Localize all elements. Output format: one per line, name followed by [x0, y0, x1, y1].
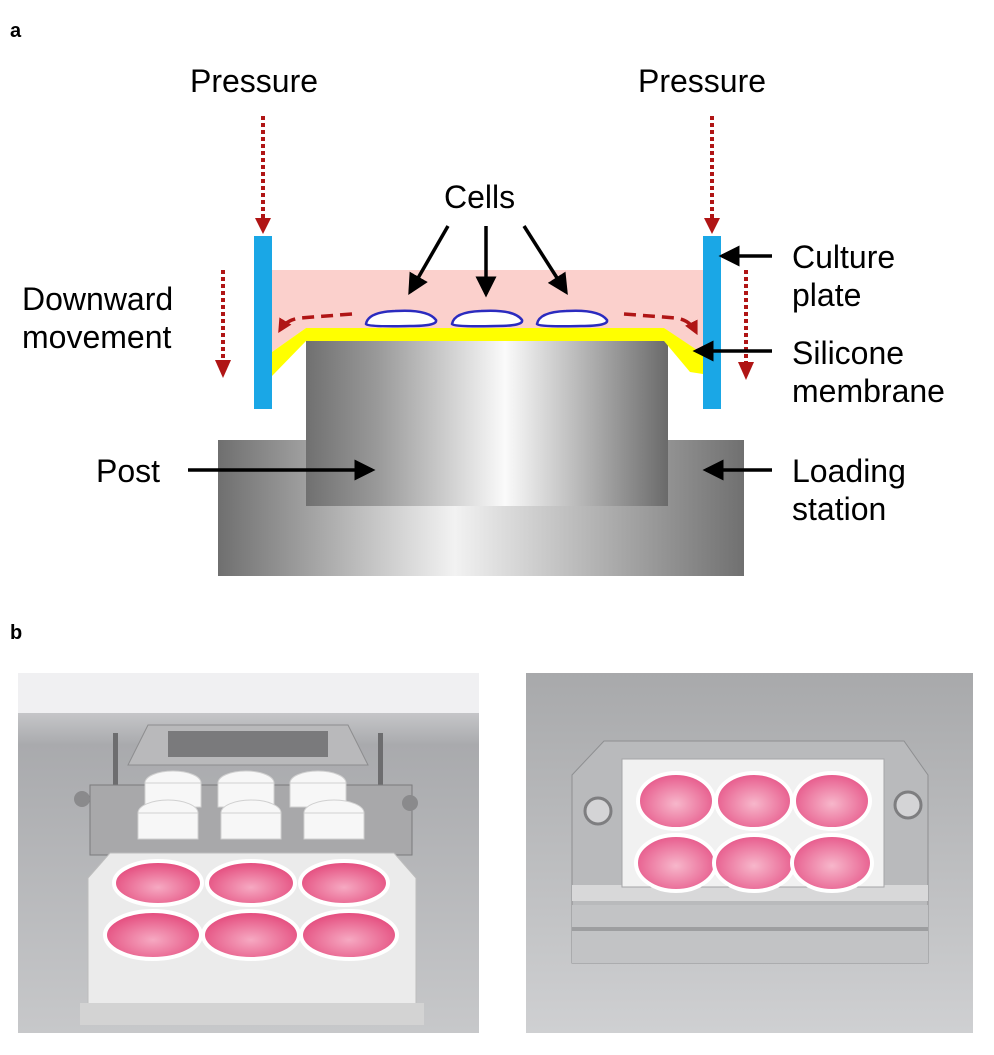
- pressure-arrowhead-right: [704, 218, 720, 234]
- culture-plate-line2: plate: [792, 277, 862, 313]
- culture-plate-line1: Culture: [792, 239, 896, 275]
- assembled-device-photo: [526, 673, 973, 1033]
- disassembled-device-photo: [18, 673, 479, 1033]
- stretch-arrow-right: [623, 312, 698, 336]
- pressure-label-right: Pressure: [638, 63, 767, 99]
- silicone-membrane-label: Silicone membrane: [792, 334, 945, 410]
- cell: [364, 309, 438, 328]
- silicone-membrane: [272, 328, 703, 376]
- culture-plate-left-wall: [254, 236, 272, 409]
- downward-movement-line2: movement: [22, 319, 172, 355]
- cell: [535, 309, 609, 328]
- cells-pointer-3: [522, 225, 568, 295]
- stretch-arrow-left: [278, 312, 353, 334]
- panel-b-letter: b: [10, 622, 23, 644]
- cells-pointer-1: [408, 225, 450, 296]
- silicone-membrane-line2: membrane: [792, 373, 945, 409]
- pressure-label-left: Pressure: [190, 63, 319, 99]
- culture-plate-right-wall: [703, 236, 721, 409]
- loading-station-line1: Loading: [792, 453, 906, 489]
- downward-movement-line1: Downward: [22, 281, 174, 317]
- silicone-membrane-line1: Silicone: [792, 335, 905, 371]
- loading-station-line2: station: [792, 491, 887, 527]
- loading-schematic: [188, 116, 772, 576]
- pressure-arrowhead-left: [255, 218, 271, 234]
- cell: [450, 309, 524, 328]
- panel-a-letter: a: [10, 20, 22, 42]
- downward-arrowhead-left: [215, 360, 231, 378]
- loading-station-label: Loading station: [792, 452, 906, 528]
- downward-arrowhead-right: [738, 362, 754, 380]
- culture-plate-label: Culture plate: [792, 238, 895, 314]
- cells-label: Cells: [444, 179, 516, 215]
- post-label: Post: [96, 453, 161, 489]
- disassembled-device-illustration: [18, 673, 479, 1033]
- assembled-device-illustration: [526, 673, 973, 1033]
- downward-movement-label: Downward movement: [22, 280, 173, 356]
- post: [306, 340, 668, 506]
